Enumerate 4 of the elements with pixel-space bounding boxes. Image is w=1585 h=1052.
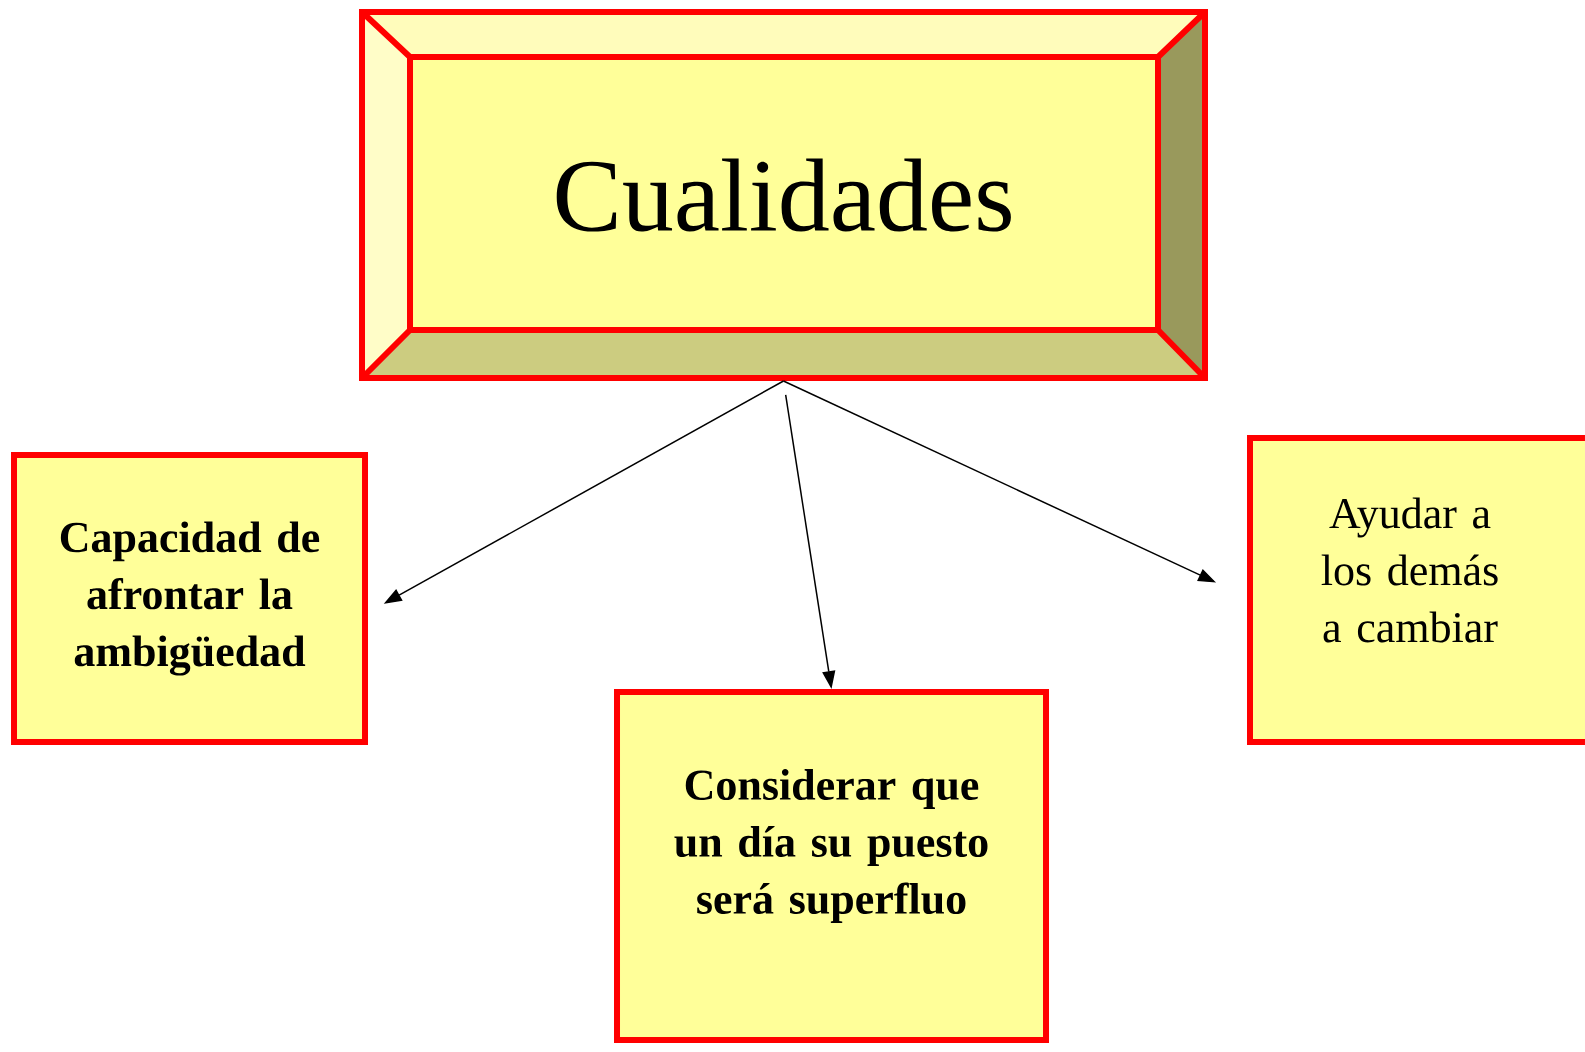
- text-box: Capacidad de afrontar la ambigüedad: [11, 452, 368, 745]
- text-box: Considerar que un día su puesto será superfluo: [614, 689, 1049, 1043]
- bevel-box: Cualidades: [359, 9, 1208, 381]
- text-box: Ayudar a los demás a cambiar: [1247, 435, 1585, 745]
